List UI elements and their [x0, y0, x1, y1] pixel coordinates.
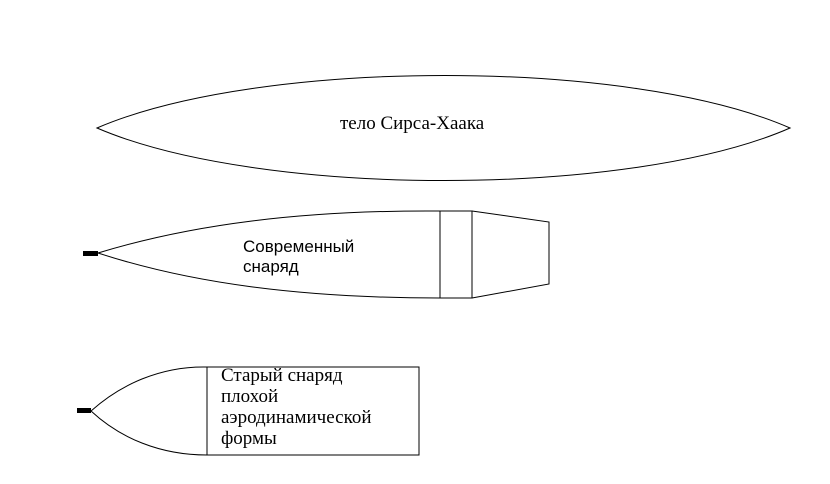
sears-haack-body-label: тело Сирса-Хаака	[340, 113, 485, 134]
modern-shell-label-line-2: снаряд	[243, 256, 299, 276]
sears-haack-body-outline	[95, 75, 792, 181]
old-shell-nose	[90, 366, 208, 456]
old-shell-body	[206, 366, 420, 456]
modern-shell-label: Современный снаряд	[243, 237, 354, 276]
old-shell-label-line-4: формы	[221, 427, 277, 449]
old-shell-label-line-1: Старый снаряд	[221, 365, 343, 386]
modern-shell-driving-band	[439, 210, 473, 299]
modern-shell-fuze-tip	[83, 251, 98, 256]
old-shell-label-line-3: аэродинамической	[221, 406, 372, 428]
modern-shell-label-line-1: Современный	[243, 237, 355, 256]
old-shell-label: Старый снаряд плохой аэродинамической фо…	[221, 365, 372, 450]
old-shell-label-line-2: плохой	[221, 385, 279, 407]
old-shell-fuze-tip	[77, 408, 91, 413]
modern-shell-boattail	[471, 210, 550, 299]
